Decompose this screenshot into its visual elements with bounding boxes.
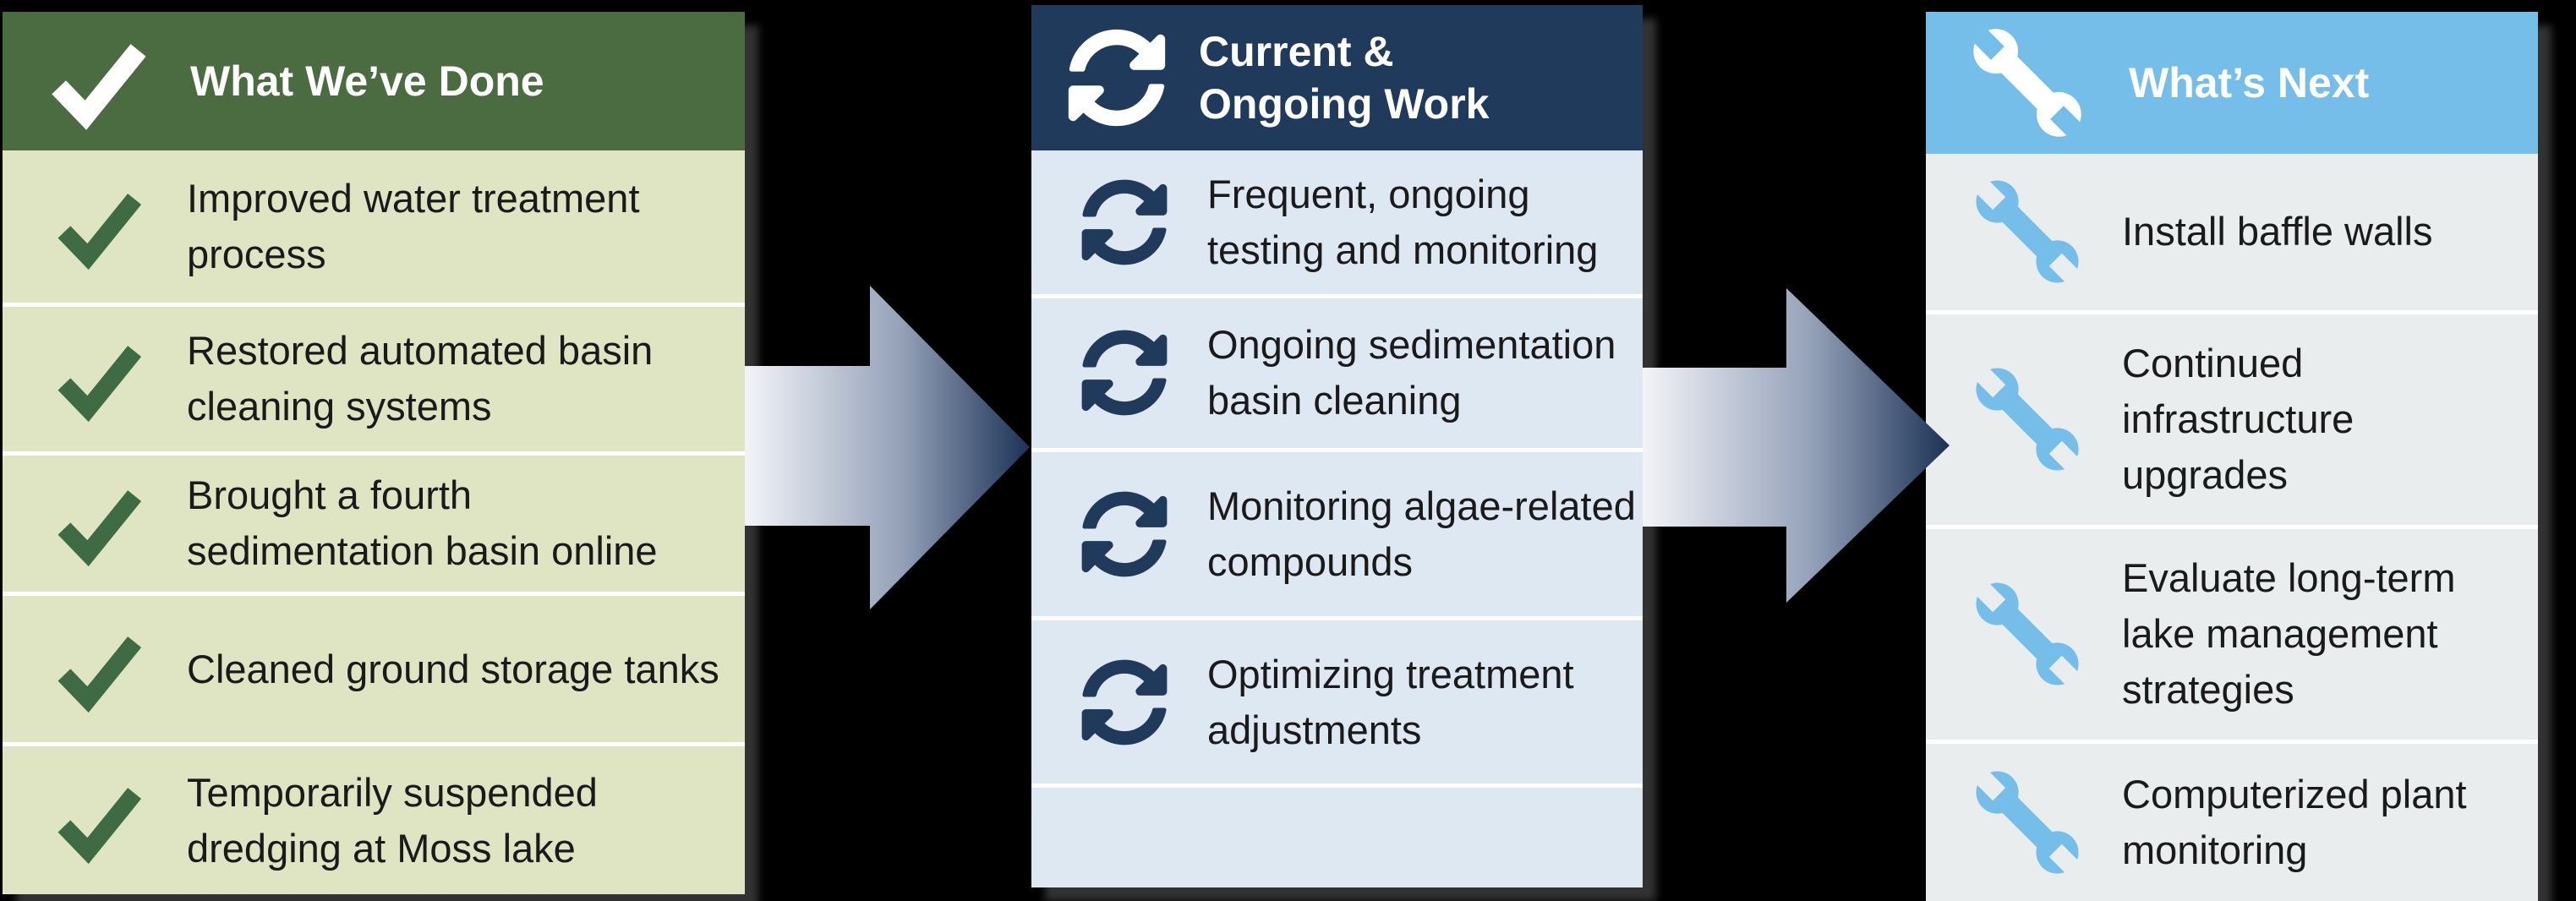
list-item-label: Cleaned ground storage tanks bbox=[187, 646, 719, 691]
list-item: Brought a fourth sedimentation basin onl… bbox=[3, 450, 745, 592]
column-what-weve-done: What We’ve Done Improved water treatment… bbox=[3, 12, 745, 894]
list-item-label: Ongoing sedimentation basin cleaning bbox=[1207, 322, 1616, 423]
list-item-label: Computerized plant monitoring bbox=[2122, 772, 2467, 873]
column-done-body: Improved water treatment process Restore… bbox=[3, 150, 745, 894]
list-item: Restored automated basin cleaning system… bbox=[3, 302, 745, 451]
sync-icon bbox=[1081, 491, 1168, 577]
empty-row bbox=[1031, 783, 1643, 887]
sync-icon bbox=[1081, 179, 1168, 265]
wrench-icon bbox=[1963, 570, 2092, 698]
list-item-label: Install baffle walls bbox=[2122, 209, 2433, 254]
check-icon bbox=[53, 181, 145, 272]
wrench-icon bbox=[1963, 355, 2092, 483]
wrench-icon bbox=[1963, 167, 2092, 296]
list-item: Improved water treatment process bbox=[3, 150, 745, 303]
column-done-header: What We’ve Done bbox=[3, 12, 745, 150]
column-next-title: What’s Next bbox=[2129, 59, 2370, 106]
flow-arrow-icon bbox=[745, 286, 1030, 609]
list-item: Temporarily suspended dredging at Moss l… bbox=[3, 742, 745, 894]
list-item: Optimizing treatment adjustments bbox=[1031, 616, 1643, 783]
check-icon bbox=[53, 624, 145, 715]
column-current-ongoing-work: Current & Ongoing Work Frequent, ongoing… bbox=[1031, 5, 1643, 887]
list-item: Computerized plant monitoring bbox=[1926, 740, 2538, 901]
list-item-label: Improved water treatment process bbox=[187, 175, 640, 276]
check-icon bbox=[53, 775, 145, 866]
list-item: Monitoring algae-related compounds bbox=[1031, 447, 1643, 616]
sync-icon bbox=[1081, 330, 1168, 416]
list-item-label: Optimizing treatment adjustments bbox=[1207, 651, 1574, 752]
list-item: Continued infrastructure upgrades bbox=[1926, 309, 2538, 525]
list-item-label: Temporarily suspended dredging at Moss l… bbox=[187, 769, 598, 871]
column-ongoing-title: Current & Ongoing Work bbox=[1199, 28, 1490, 128]
list-item-label: Brought a fourth sedimentation basin onl… bbox=[187, 472, 658, 574]
flow-arrow-icon bbox=[1643, 288, 1950, 603]
wrench-icon bbox=[1960, 15, 2095, 150]
list-item: Cleaned ground storage tanks bbox=[3, 592, 745, 742]
check-icon bbox=[53, 478, 145, 569]
check-icon bbox=[53, 333, 145, 424]
list-item-label: Evaluate long-term lake management strat… bbox=[2122, 555, 2456, 713]
column-next-body: Install baffle walls Continued infrastru… bbox=[1926, 154, 2538, 901]
sync-icon bbox=[1081, 659, 1168, 745]
check-icon bbox=[46, 30, 150, 133]
list-item-label: Monitoring algae-related compounds bbox=[1207, 483, 1636, 585]
column-whats-next: What’s Next Install baffle walls Continu… bbox=[1926, 12, 2538, 901]
column-ongoing-body: Frequent, ongoing testing and monitoring… bbox=[1031, 150, 1643, 887]
list-item-label: Continued infrastructure upgrades bbox=[2122, 341, 2354, 498]
list-item: Install baffle walls bbox=[1926, 154, 2538, 310]
column-next-header: What’s Next bbox=[1926, 12, 2538, 154]
list-item: Evaluate long-term lake management strat… bbox=[1926, 524, 2538, 740]
list-item-label: Frequent, ongoing testing and monitoring bbox=[1207, 172, 1599, 272]
list-item: Frequent, ongoing testing and monitoring bbox=[1031, 150, 1643, 294]
column-ongoing-header: Current & Ongoing Work bbox=[1031, 5, 1643, 150]
list-item: Ongoing sedimentation basin cleaning bbox=[1031, 294, 1643, 448]
wrench-icon bbox=[1963, 758, 2092, 887]
column-done-title: What We’ve Done bbox=[190, 57, 544, 105]
list-item-label: Restored automated basin cleaning system… bbox=[187, 328, 654, 429]
sync-icon bbox=[1068, 29, 1166, 127]
